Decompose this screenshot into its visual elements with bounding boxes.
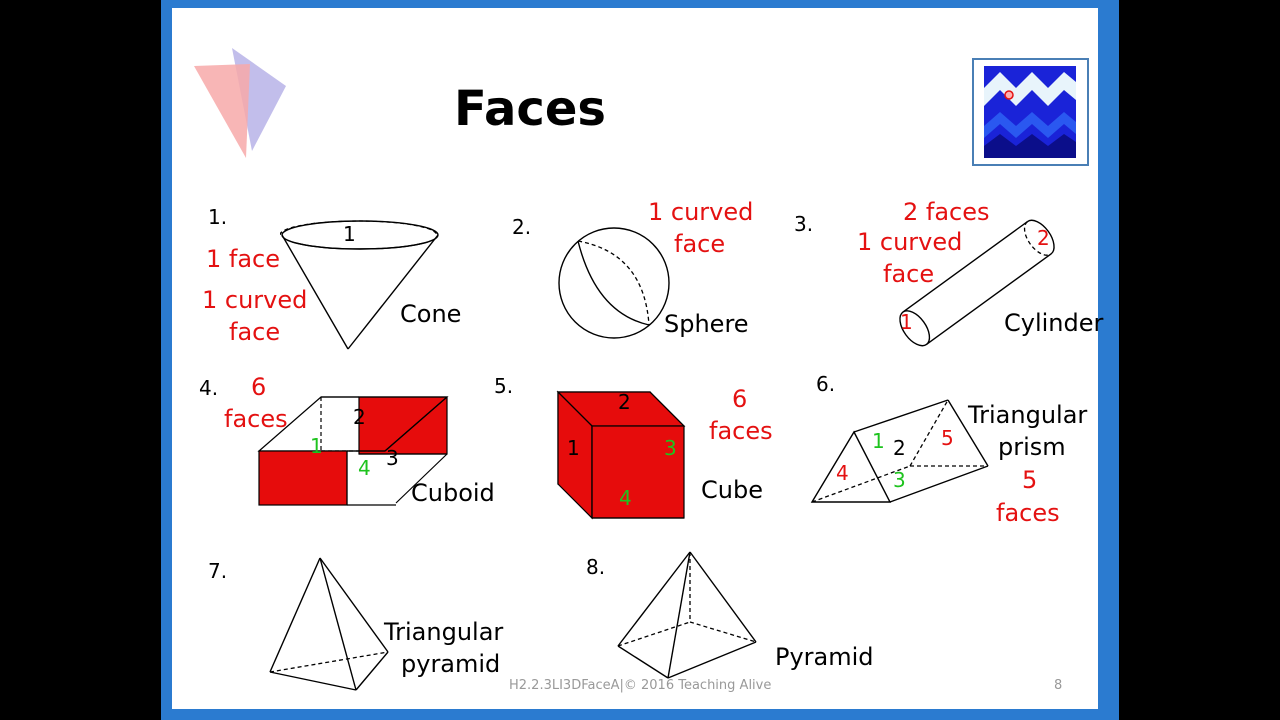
cylinder-number: 3. bbox=[794, 212, 814, 236]
cuboid-faces-unit: faces bbox=[224, 405, 288, 433]
prism-face-1: 1 bbox=[872, 429, 885, 453]
prism-face-5: 5 bbox=[941, 426, 954, 450]
sphere-number: 2. bbox=[512, 215, 532, 239]
cone-number: 1. bbox=[208, 205, 228, 229]
page-title: Faces bbox=[454, 81, 606, 137]
cuboid-front-face bbox=[258, 450, 348, 506]
cylinder-figure bbox=[899, 219, 1055, 347]
tri-pyramid-number: 7. bbox=[208, 559, 228, 583]
cone-figure bbox=[280, 213, 440, 350]
cuboid-face-3: 3 bbox=[386, 446, 399, 470]
tri-pyramid-name-line2: pyramid bbox=[401, 650, 501, 678]
cone-faces-line1: 1 face bbox=[206, 245, 281, 273]
sphere-name: Sphere bbox=[664, 310, 749, 338]
cuboid-figure bbox=[257, 396, 449, 506]
cuboid-face-2: 2 bbox=[353, 405, 366, 429]
cube-count: 6 bbox=[732, 385, 748, 413]
pyramid-number: 8. bbox=[586, 555, 606, 579]
prism-faces-unit: faces bbox=[996, 499, 1060, 527]
corner-decoration bbox=[194, 48, 286, 158]
cube-figure bbox=[556, 390, 686, 520]
cube-faces-unit: faces bbox=[709, 417, 773, 445]
cuboid-face-1: 1 bbox=[310, 434, 323, 458]
prism-figure bbox=[810, 399, 989, 503]
cuboid-name: Cuboid bbox=[411, 479, 495, 507]
cube-name: Cube bbox=[701, 476, 763, 504]
prism-face-2: 2 bbox=[893, 436, 906, 460]
sphere-faces-line1: 1 curved bbox=[648, 198, 754, 226]
pink-triangle bbox=[194, 64, 250, 158]
cone-faces-line2: 1 curved bbox=[202, 286, 308, 314]
cube-face-2: 2 bbox=[618, 390, 631, 414]
cylinder-faces-line2: 1 curved bbox=[857, 228, 963, 256]
tri-pyramid-figure bbox=[269, 557, 389, 691]
cuboid-number: 4. bbox=[199, 376, 219, 400]
cube-face-1: 1 bbox=[567, 436, 580, 460]
cube-face-4: 4 bbox=[619, 486, 632, 510]
logo-graphic bbox=[984, 66, 1076, 158]
cylinder-name: Cylinder bbox=[1004, 309, 1104, 337]
logo bbox=[972, 58, 1089, 166]
cylinder-faces-line1: 2 faces bbox=[903, 198, 990, 226]
cuboid-back-face bbox=[358, 396, 448, 455]
sphere-figure bbox=[558, 227, 670, 339]
cube-front-face bbox=[591, 425, 685, 519]
slide-page: Faces 1. 1 1 face 1 curved face Cone bbox=[172, 8, 1103, 709]
cuboid-count: 6 bbox=[251, 373, 267, 401]
slide-frame: Faces 1. 1 1 face 1 curved face Cone bbox=[161, 0, 1119, 720]
cylinder-faces-line3: face bbox=[883, 260, 935, 288]
cone-faces-line3: face bbox=[229, 318, 281, 346]
prism-face-3: 3 bbox=[893, 468, 906, 492]
sphere-faces-line2: face bbox=[674, 230, 726, 258]
cone-face-label: 1 bbox=[343, 222, 356, 246]
cone-name: Cone bbox=[400, 300, 462, 328]
footer-copyright: H2.2.3LI3DFaceA|© 2016 Teaching Alive bbox=[509, 678, 772, 693]
pyramid-name: Pyramid bbox=[775, 643, 874, 671]
page-number: 8 bbox=[1054, 678, 1063, 693]
prism-count: 5 bbox=[1022, 466, 1038, 494]
prism-name-line2: prism bbox=[998, 433, 1066, 461]
pyramid-figure bbox=[617, 551, 757, 679]
prism-name-line1: Triangular bbox=[968, 401, 1088, 429]
cuboid-face-4: 4 bbox=[358, 456, 371, 480]
prism-number: 6. bbox=[816, 372, 836, 396]
prism-face-4: 4 bbox=[836, 461, 849, 485]
cube-number: 5. bbox=[494, 374, 514, 398]
cylinder-face-label-1: 1 bbox=[900, 310, 913, 334]
tri-pyramid-name-line1: Triangular bbox=[384, 618, 504, 646]
cylinder-face-label-2: 2 bbox=[1037, 226, 1050, 250]
cube-face-3: 3 bbox=[664, 436, 677, 460]
